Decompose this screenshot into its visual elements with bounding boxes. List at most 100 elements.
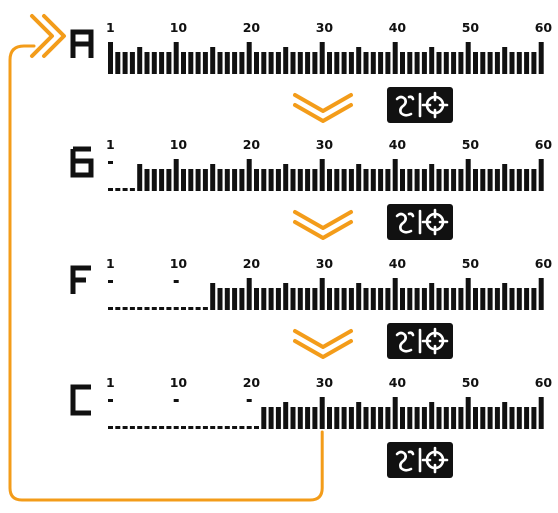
- bar-segment: [436, 52, 442, 74]
- mode-letter-a: [70, 29, 94, 58]
- double-chevron-down-icon: [293, 329, 353, 359]
- bar-segment: [524, 407, 530, 429]
- bar-segment: [509, 288, 515, 310]
- bar-segment: [407, 288, 413, 310]
- bar-segment: [166, 169, 172, 191]
- tick-label: 50: [462, 375, 480, 390]
- bar-segment-unlit: [166, 307, 172, 310]
- bar-segment: [385, 407, 391, 429]
- double-chevron-right-icon: [30, 14, 66, 58]
- bar-segment: [283, 283, 289, 310]
- bar-segment: [363, 169, 369, 191]
- bar-segment: [443, 169, 449, 191]
- bar-segment: [400, 288, 405, 310]
- tick-label: 20: [243, 20, 261, 35]
- bar-segment-unlit: [166, 426, 172, 429]
- bar-segment-unlit: [144, 307, 150, 310]
- bar-segment: [275, 288, 281, 310]
- bar-segment: [327, 169, 332, 191]
- bar-segment: [421, 169, 427, 191]
- bar-segment-unlit: [108, 426, 113, 429]
- bar-segment: [224, 288, 230, 310]
- tick-label: 40: [389, 20, 407, 35]
- bar-segment: [290, 407, 296, 429]
- bar-segment: [348, 407, 354, 429]
- tick-label: 20: [243, 375, 261, 390]
- bar-segment: [246, 159, 252, 191]
- bar-segment: [414, 169, 420, 191]
- tick-label: 1: [106, 137, 115, 152]
- bar-segment: [451, 169, 457, 191]
- bar-segment: [363, 288, 369, 310]
- bar-segment: [217, 288, 223, 310]
- dial-switch-icon: [387, 323, 453, 359]
- tick-marker: [108, 399, 113, 402]
- bar-segment: [232, 169, 238, 191]
- bar-segment: [538, 397, 544, 429]
- bar-segment: [473, 169, 478, 191]
- bar-segment-unlit: [115, 188, 121, 191]
- tick-label: 10: [170, 20, 188, 35]
- bar-segment-unlit: [129, 426, 135, 429]
- bar-segment: [312, 288, 318, 310]
- bar-segment: [246, 278, 252, 310]
- tick-label: 1: [106, 256, 115, 271]
- bar-segment: [473, 407, 478, 429]
- bar-segment: [151, 169, 157, 191]
- tick-label: 60: [535, 137, 553, 152]
- bar-segment: [385, 288, 391, 310]
- bar-segment: [451, 407, 457, 429]
- bar-segment: [254, 169, 259, 191]
- mode-letter-b: [70, 146, 94, 178]
- bar-segment: [392, 397, 398, 429]
- bar-segment: [429, 283, 435, 310]
- bar-segment: [509, 169, 515, 191]
- bar-segment: [297, 288, 303, 310]
- bar-segment-unlit: [137, 307, 143, 310]
- bar-segment: [188, 52, 194, 74]
- bar-segment: [370, 407, 376, 429]
- bar-segment: [473, 288, 478, 310]
- bar-segment: [400, 407, 405, 429]
- tick-label: 40: [389, 137, 407, 152]
- bar-segment: [451, 52, 457, 74]
- bar-segment-unlit: [173, 426, 179, 429]
- bar-segment: [254, 288, 259, 310]
- bar-segment: [312, 169, 318, 191]
- bar-segment: [173, 42, 179, 74]
- bar-segment: [465, 159, 471, 191]
- bar-segment: [210, 47, 216, 74]
- bar-segment: [254, 52, 259, 74]
- tick-label: 60: [535, 20, 553, 35]
- bar-segment: [458, 169, 464, 191]
- bar-segment-unlit: [115, 307, 121, 310]
- bar-segment: [370, 52, 376, 74]
- bar-segment: [480, 407, 486, 429]
- bar-segment: [392, 278, 398, 310]
- bar-segment: [356, 47, 362, 74]
- bar-segment: [181, 52, 186, 74]
- mode-letter-c: [70, 384, 91, 416]
- bar-segment: [290, 52, 296, 74]
- bar-segment-unlit: [239, 426, 245, 429]
- bar-segment: [524, 169, 530, 191]
- bar-segment-unlit: [144, 426, 150, 429]
- bar-segment: [465, 397, 471, 429]
- bar-segment: [465, 42, 471, 74]
- double-chevron-down-icon: [293, 210, 353, 240]
- bar-segment: [327, 407, 332, 429]
- bar-segment-unlit: [151, 426, 157, 429]
- bar-segment: [122, 52, 128, 74]
- bar-segment: [319, 159, 325, 191]
- bar-segment-unlit: [122, 426, 128, 429]
- bar-segment: [429, 47, 435, 74]
- bar-segment: [392, 159, 398, 191]
- bar-segment: [275, 407, 281, 429]
- bar-segment: [239, 169, 245, 191]
- tick-label: 20: [243, 256, 261, 271]
- bar-segment: [319, 278, 325, 310]
- bar-segment: [378, 288, 384, 310]
- bar-segment-unlit: [151, 307, 157, 310]
- loop-back-arrow-line: [8, 44, 324, 502]
- bar-segment-unlit: [254, 426, 259, 429]
